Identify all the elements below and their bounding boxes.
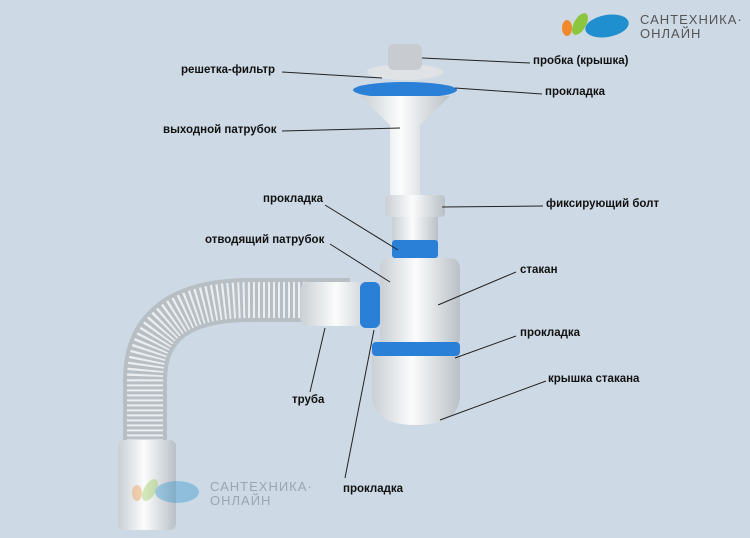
label-plug: пробка (крышка) xyxy=(533,55,629,67)
watermark-text: САНТЕХНИКА· ОНЛАЙН xyxy=(210,480,313,508)
label-gasket-cup: прокладка xyxy=(520,327,581,339)
outlet-pipe xyxy=(360,96,450,195)
watermark-line2: ОНЛАЙН xyxy=(210,493,272,508)
label-pipe: труба xyxy=(292,394,325,406)
strainer xyxy=(367,64,443,80)
label-gasket-top: прокладка xyxy=(545,86,606,98)
label-cup: стакан xyxy=(520,264,558,276)
label-outlet: выходной патрубок xyxy=(163,124,277,136)
label-gasket-mid: прокладка xyxy=(263,193,324,205)
corrugated-pipe xyxy=(118,278,350,530)
top-gasket xyxy=(353,82,457,98)
logo-line1: САНТЕХНИКА· xyxy=(640,12,743,27)
fixing-nut xyxy=(385,195,445,217)
outlet-pipe-lower xyxy=(392,217,438,242)
logo-line2: ОНЛАЙН xyxy=(640,26,702,41)
pipe-end xyxy=(118,440,176,530)
label-strainer: решетка-фильтр xyxy=(181,64,276,76)
logo-mark xyxy=(562,13,629,38)
plug xyxy=(388,44,422,70)
label-bolt: фиксирующий болт xyxy=(546,198,660,210)
leader-lines xyxy=(281,57,547,479)
label-branch: отводящий патрубок xyxy=(205,234,325,246)
middle-gasket xyxy=(392,240,438,258)
watermark-mark xyxy=(132,479,199,503)
label-gasket-bottom: прокладка xyxy=(343,483,404,495)
cup-gasket xyxy=(372,342,460,356)
logo-text: САНТЕХНИКА· ОНЛАЙН xyxy=(640,13,743,41)
label-cup-cap: крышка стакана xyxy=(548,373,640,385)
watermark-line1: САНТЕХНИКА· xyxy=(210,479,313,494)
cup-cap xyxy=(372,356,460,425)
branch-gasket xyxy=(360,282,380,328)
cup xyxy=(380,258,460,348)
